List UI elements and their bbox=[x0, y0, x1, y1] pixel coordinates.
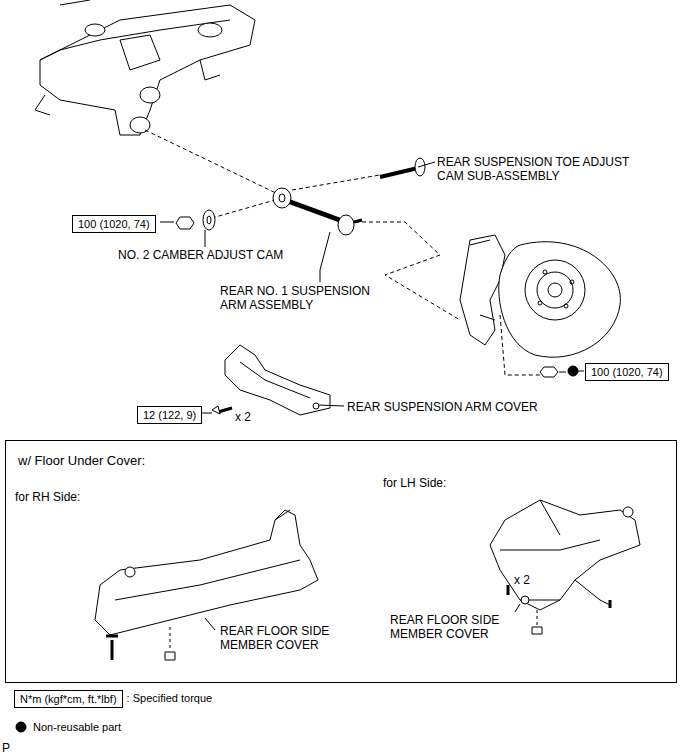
torque-box: 100 (1020, 74) bbox=[72, 215, 156, 233]
torque-value: 12 (122, 9) bbox=[143, 409, 196, 421]
torque-value: 100 (1020, 74) bbox=[78, 218, 150, 230]
torque-box: 100 (1020, 74) bbox=[585, 363, 669, 381]
toe-adjust-bolt bbox=[380, 158, 425, 177]
part-name: REAR FLOOR SIDE MEMBER COVER bbox=[220, 624, 360, 652]
lh-floor-cover bbox=[490, 500, 640, 634]
quantity: x 2 bbox=[514, 573, 530, 587]
torque-value: 100 (1020, 74) bbox=[591, 366, 663, 378]
panel-heading: w/ Floor Under Cover: bbox=[18, 453, 145, 468]
nut-non-reusable bbox=[540, 366, 578, 377]
nut-and-cam bbox=[176, 210, 215, 230]
page-mark: P bbox=[2, 741, 10, 755]
legend-text: : Specified torque bbox=[127, 691, 213, 705]
part-name: REAR NO. 1 SUSPENSION ARM ASSEMBLY bbox=[220, 284, 385, 312]
arm-cover bbox=[212, 345, 330, 415]
part-name: REAR SUSPENSION TOE ADJUST CAM SUB-ASSEM… bbox=[437, 155, 652, 183]
torque-box: N*m (kgf*cm, ft.*lbf) bbox=[14, 690, 123, 708]
quantity: x 2 bbox=[235, 410, 251, 424]
variant-panel: w/ Floor Under Cover: bbox=[5, 440, 677, 683]
part-name: NO. 2 CAMBER ADJUST CAM bbox=[118, 248, 283, 262]
legend-text: Non-reusable part bbox=[33, 720, 121, 734]
variant-heading: for RH Side: bbox=[15, 490, 80, 504]
part-name: REAR FLOOR SIDE MEMBER COVER bbox=[390, 613, 530, 641]
variant-heading: for LH Side: bbox=[383, 476, 446, 490]
suspension-arm bbox=[273, 188, 362, 235]
rear-subframe bbox=[35, 0, 255, 135]
rear-axle-carrier bbox=[460, 235, 620, 357]
torque-box: 12 (122, 9) bbox=[137, 406, 202, 424]
leader-lines bbox=[160, 162, 584, 413]
part-name: REAR SUSPENSION ARM COVER bbox=[347, 400, 538, 414]
non-reusable-symbol bbox=[16, 722, 26, 732]
torque-value: N*m (kgf*cm, ft.*lbf) bbox=[20, 693, 117, 705]
